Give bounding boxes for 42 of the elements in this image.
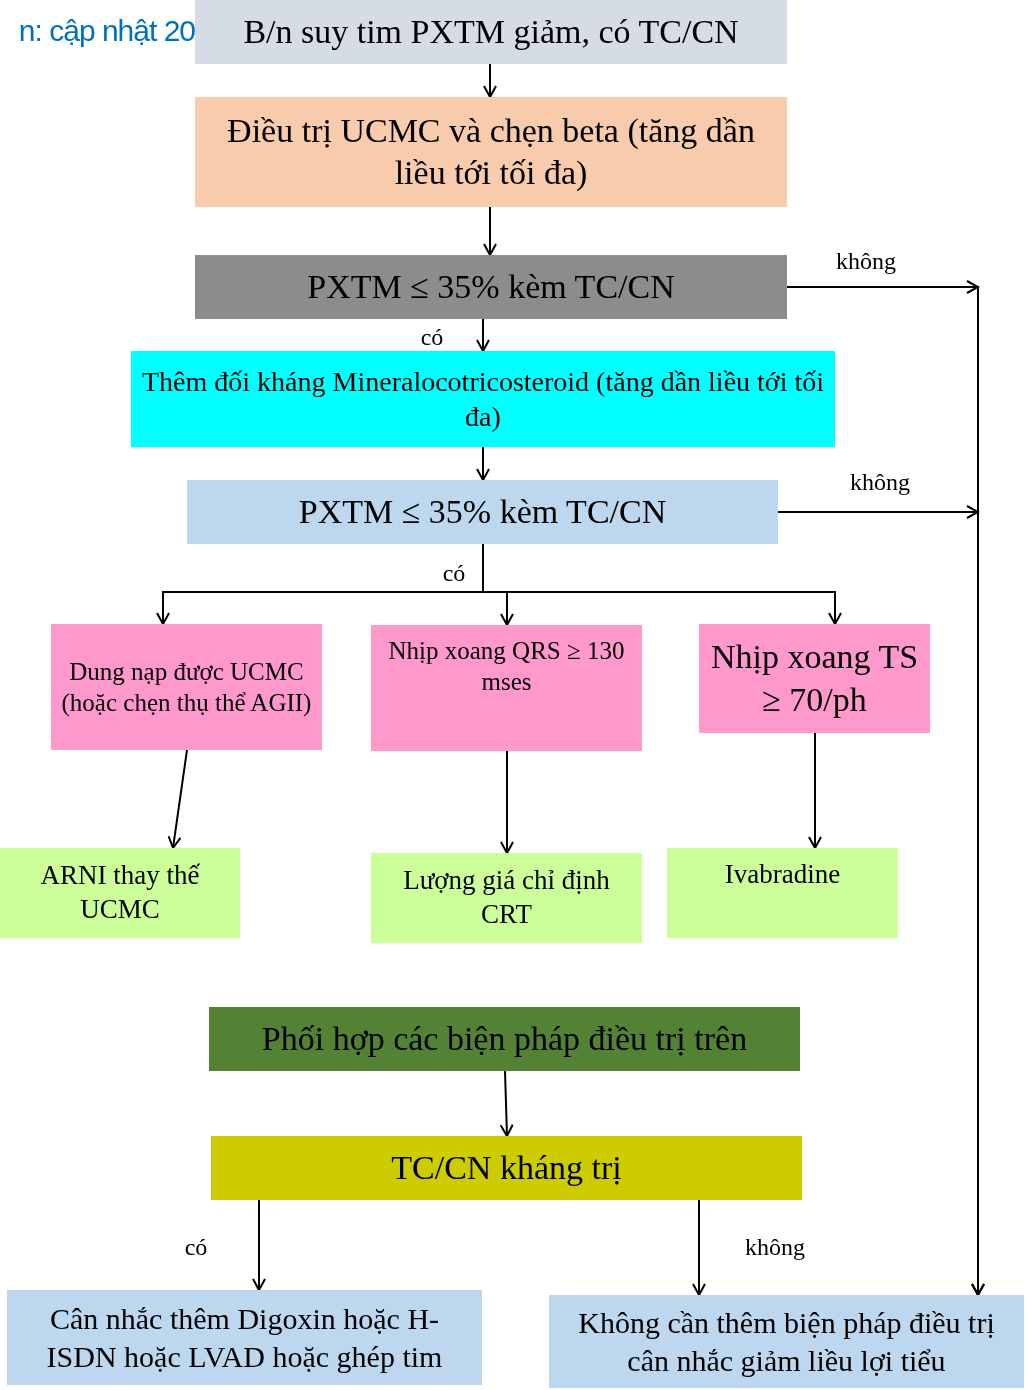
process-box [371, 853, 642, 943]
box-text: Lượng giá chỉ định CRT [402, 864, 611, 931]
process-box [209, 1007, 800, 1071]
arrow [808, 732, 822, 849]
process-box [195, 255, 787, 319]
arrow [252, 1199, 266, 1291]
process-box [7, 1290, 482, 1385]
box-text: PXTM ≤ 35% kèm TC/CN [298, 491, 667, 532]
process-box [187, 480, 778, 544]
box-text: ARNI thay thế UCMC [39, 859, 201, 926]
header-text: n: cập nhật 20 [18, 14, 195, 48]
process-box [699, 624, 930, 733]
box-text: PXTM ≤ 35% kèm TC/CN [307, 266, 675, 307]
arrow [167, 749, 188, 849]
box-text: Không cần thêm biện pháp điều trị cân nhắc giảm liều lợi tiểu [577, 1305, 996, 1379]
arrow [692, 1199, 706, 1296]
process-box [195, 0, 787, 64]
box-text: Nhịp xoang TS ≥ 70/ph [709, 637, 920, 720]
box-text: B/n suy tim PXTM giảm, có TC/CN [243, 11, 739, 52]
arrow [483, 63, 497, 98]
process-box [51, 624, 322, 750]
arrow [476, 446, 490, 481]
box-text: Cân nhắc thêm Digoxin hoặc H-ISDN hoặc LVAD hoặc ghép tim [45, 1301, 444, 1375]
box-text: TC/CN kháng trị [391, 1147, 622, 1188]
arrow [777, 505, 985, 1296]
box-text: Phối hợp các biện pháp điều trị trên [261, 1018, 748, 1059]
process-box [667, 848, 898, 938]
arrow [476, 318, 490, 352]
box-text: Điều trị UCMC và chẹn beta (tăng dần liều tới tối đa) [226, 110, 756, 193]
box-text: Ivabradine [724, 858, 841, 891]
arrow [499, 1070, 514, 1137]
process-box [131, 351, 835, 447]
process-box [0, 848, 240, 938]
process-box [371, 625, 642, 751]
arrow [500, 750, 514, 854]
box-text: Thêm đối kháng Mineralocotricosteroid (tăng dần liều tới tối đa) [141, 365, 825, 434]
arrow [483, 206, 497, 256]
process-box [211, 1136, 802, 1200]
process-box [549, 1295, 1024, 1388]
box-text: Nhịp xoang QRS ≥ 130 mses [387, 636, 626, 698]
box-text: Dung nạp được UCMC (hoặc chẹn thụ thể AGII) [60, 656, 313, 719]
process-box [195, 97, 787, 207]
